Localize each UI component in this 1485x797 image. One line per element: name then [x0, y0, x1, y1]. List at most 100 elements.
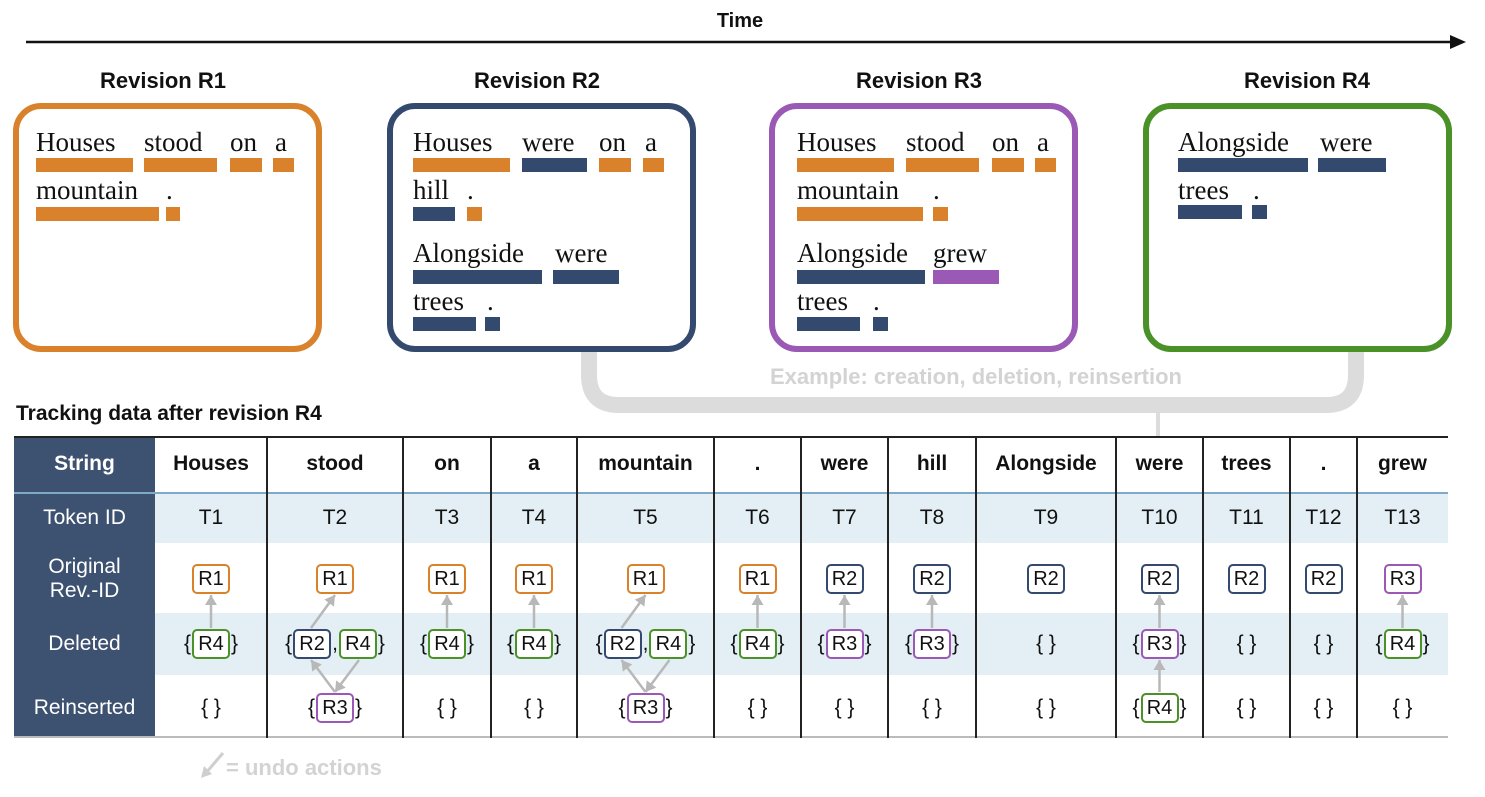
deleted-set: {R3}: [817, 629, 872, 659]
reinserted-cell: { }: [1303, 679, 1485, 737]
token-string: on: [434, 452, 460, 475]
original-rev-cell: R2: [1147, 546, 1347, 612]
token-id: T5: [633, 506, 658, 529]
token-bar: [933, 207, 948, 221]
token-bar: [1035, 158, 1056, 172]
rev-token: Houses: [797, 127, 877, 157]
revision-title-r2: Revision R2: [474, 68, 600, 93]
token-bar: [485, 317, 500, 331]
rev-tag: R3: [316, 693, 354, 723]
rev-token: trees: [1178, 175, 1229, 205]
original-rev-tag: R1: [626, 564, 665, 594]
revision-title-r1: Revision R1: [100, 68, 226, 93]
rev-token: Alongside: [1178, 127, 1289, 157]
token-string: grew: [1377, 452, 1427, 475]
rev-token: .: [487, 286, 494, 316]
row-label-reinserted: Reinserted: [33, 695, 136, 719]
reinserted-set: { }: [922, 696, 942, 719]
token-string: were: [1135, 452, 1184, 475]
token-bar: [36, 158, 133, 172]
revision-box-r4: [1143, 103, 1452, 352]
reinserted-set: { }: [1036, 696, 1056, 719]
column-header: .: [658, 436, 858, 492]
token-bar: [797, 158, 894, 172]
original-rev-tag: R2: [913, 564, 951, 594]
reinserted-cell: {R3}: [546, 679, 746, 737]
column-separator: [1202, 436, 1204, 738]
token-id: T7: [832, 506, 857, 529]
rev-token: were: [1320, 127, 1373, 157]
tracking-table: String Token ID Original Rev.-ID Deleted…: [14, 436, 1448, 738]
reinserted-cell: {R4}: [1060, 679, 1260, 737]
reinserted-cell: {R3}: [235, 679, 435, 737]
original-rev-tag: R2: [1027, 564, 1065, 594]
original-rev-tag: R2: [825, 564, 864, 594]
undo-arrowhead: [1396, 595, 1409, 605]
token-id-cell: T9: [946, 493, 1146, 543]
header-separator: [14, 492, 1448, 494]
original-rev-tag: R1: [428, 564, 466, 594]
reinserted-set: { }: [747, 696, 768, 719]
column-separator: [1356, 436, 1358, 738]
column-header: grew: [1303, 436, 1485, 492]
table-header-row-bg: [14, 436, 1448, 492]
deleted-set: {R3}: [905, 629, 959, 659]
revision-title-r3: Revision R3: [856, 68, 982, 93]
column-separator: [800, 436, 802, 738]
rev-tag: R4: [428, 629, 466, 659]
token-id: T9: [1033, 506, 1059, 529]
token-bar: [797, 207, 923, 221]
deleted-row-bg: [14, 613, 1448, 675]
rev-token: a: [275, 127, 287, 157]
rev-token: on: [230, 127, 257, 157]
token-bar: [797, 270, 925, 284]
column-separator: [266, 436, 268, 738]
rev-token: .: [873, 286, 880, 316]
rev-token: mountain: [797, 175, 899, 205]
token-string: hill: [916, 452, 948, 475]
original-rev-cell: R1: [347, 546, 547, 612]
rev-token: Alongside: [413, 238, 524, 268]
deleted-cell: { }: [1147, 613, 1347, 675]
deleted-cell: { }: [946, 613, 1146, 675]
rev-token: hill: [413, 175, 450, 205]
token-bar: [906, 158, 979, 172]
rev-tag: R4: [1140, 693, 1179, 723]
token-id-cell: T11: [1147, 493, 1347, 543]
original-rev-cell: R2: [946, 546, 1146, 612]
undo-arrowhead: [621, 660, 633, 672]
column-header: were: [1060, 436, 1260, 492]
column-header: trees: [1147, 436, 1347, 492]
revision-box-r2: [387, 103, 696, 352]
reinserted-cell: { }: [434, 679, 634, 737]
reinserted-set: { }: [437, 696, 457, 719]
original-rev-cell: R1: [658, 546, 858, 612]
token-bar: [992, 158, 1024, 172]
token-string: stood: [306, 452, 364, 475]
token-bar: [36, 207, 159, 221]
deleted-cell: { }: [1224, 613, 1424, 675]
token-bar: [413, 207, 455, 221]
token-string: .: [1320, 452, 1327, 475]
token-bar: [643, 158, 664, 172]
rev-token: .: [1253, 175, 1260, 205]
token-id: T4: [521, 506, 547, 529]
rev-token: on: [599, 127, 626, 157]
rev-token: stood: [144, 127, 203, 157]
reinserted-set: { }: [201, 696, 221, 719]
revision-title-r4: Revision R4: [1244, 68, 1370, 93]
token-id-cell: T13: [1303, 493, 1485, 543]
original-rev-cell: R2: [1224, 546, 1424, 612]
token-string: Houses: [173, 452, 249, 475]
revision-box-r3: [769, 103, 1078, 352]
original-rev-cell: R1: [434, 546, 634, 612]
table-top-border: [14, 436, 1448, 438]
rev-token: on: [992, 127, 1019, 157]
deleted-set: {R4}: [420, 629, 474, 659]
undo-arrowhead: [751, 595, 764, 605]
deleted-cell: {R4}: [1303, 613, 1485, 675]
token-bar: [144, 158, 217, 172]
token-bar: [413, 158, 510, 172]
token-id-cell: T7: [745, 493, 945, 543]
deleted-set: { }: [1236, 632, 1257, 655]
